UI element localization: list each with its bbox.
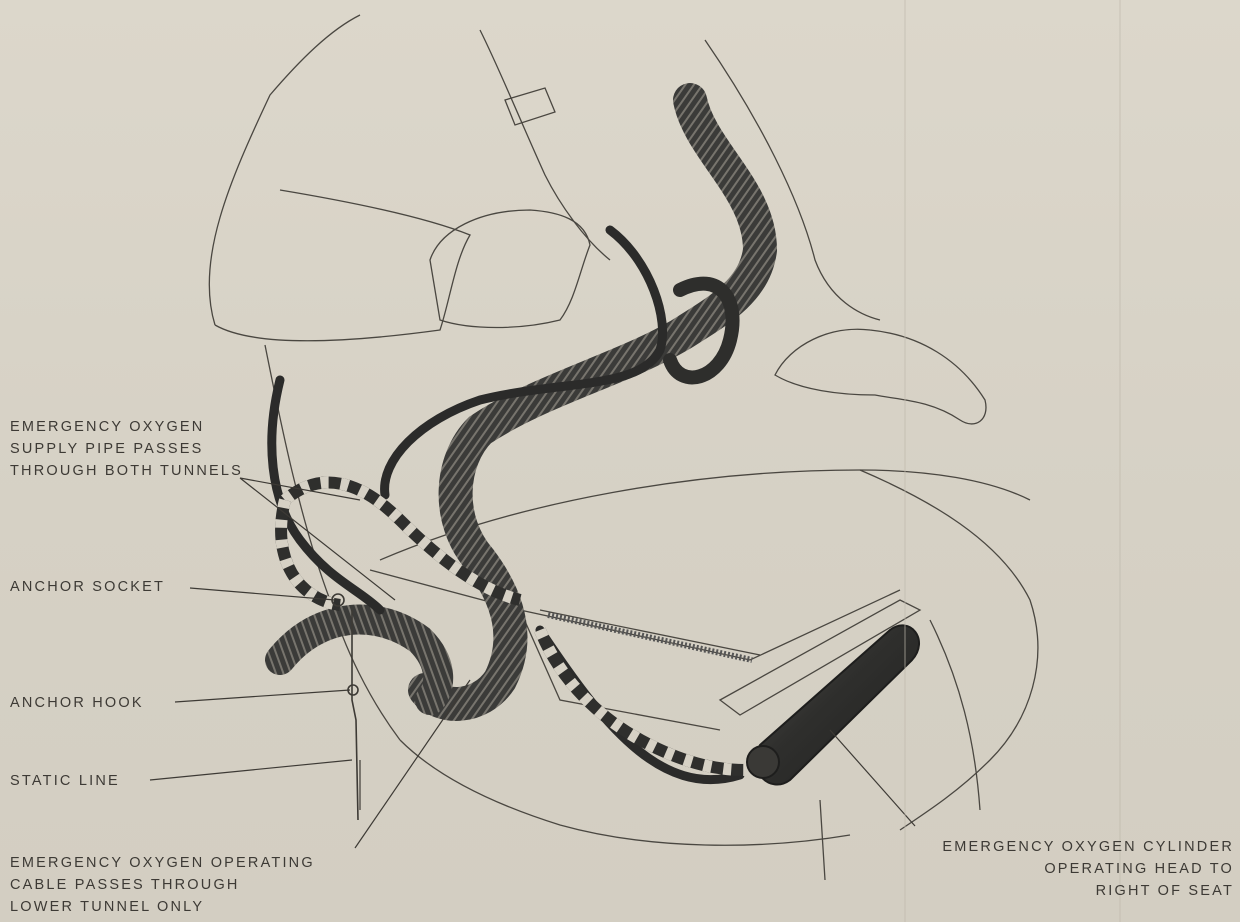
left-arm — [209, 15, 360, 325]
seat-right — [930, 620, 980, 810]
label-operating-cable-line-1: EMERGENCY OXYGEN OPERATING — [10, 852, 315, 874]
paper-fold-lines — [905, 0, 1120, 922]
leader-lines — [150, 478, 915, 848]
zip — [548, 615, 752, 660]
harness-buckle — [505, 88, 555, 125]
label-supply-pipe-line-3: THROUGH BOTH TUNNELS — [10, 460, 243, 482]
label-supply-pipe-line-2: SUPPLY PIPE PASSES — [10, 438, 243, 460]
label-supply-pipe: EMERGENCY OXYGEN SUPPLY PIPE PASSES THRO… — [10, 416, 243, 482]
label-anchor-hook: ANCHOR HOOK — [10, 692, 144, 714]
label-operating-cable-line-2: CABLE PASSES THROUGH — [10, 874, 315, 896]
leg-lower — [360, 760, 825, 880]
label-cylinder-line-1: EMERGENCY OXYGEN CYLINDER — [942, 836, 1234, 858]
label-operating-cable: EMERGENCY OXYGEN OPERATING CABLE PASSES … — [10, 852, 315, 918]
figure-outline — [209, 15, 1038, 880]
label-static-line: STATIC LINE — [10, 770, 120, 792]
label-cylinder-line-3: RIGHT OF SEAT — [942, 880, 1234, 902]
tunnel-top — [540, 610, 760, 655]
label-cylinder-line-2: OPERATING HEAD TO — [942, 858, 1234, 880]
label-anchor-socket: ANCHOR SOCKET — [10, 576, 165, 598]
label-supply-pipe-line-1: EMERGENCY OXYGEN — [10, 416, 243, 438]
harness-strap — [480, 30, 610, 260]
cylinder-operating-head — [747, 746, 779, 778]
left-sleeve — [215, 190, 470, 341]
right-hand — [775, 329, 986, 424]
label-operating-cable-line-3: LOWER TUNNEL ONLY — [10, 896, 315, 918]
cable-to-cylinder — [540, 630, 740, 780]
left-hand — [430, 210, 590, 328]
label-cylinder: EMERGENCY OXYGEN CYLINDER OPERATING HEAD… — [942, 836, 1234, 902]
